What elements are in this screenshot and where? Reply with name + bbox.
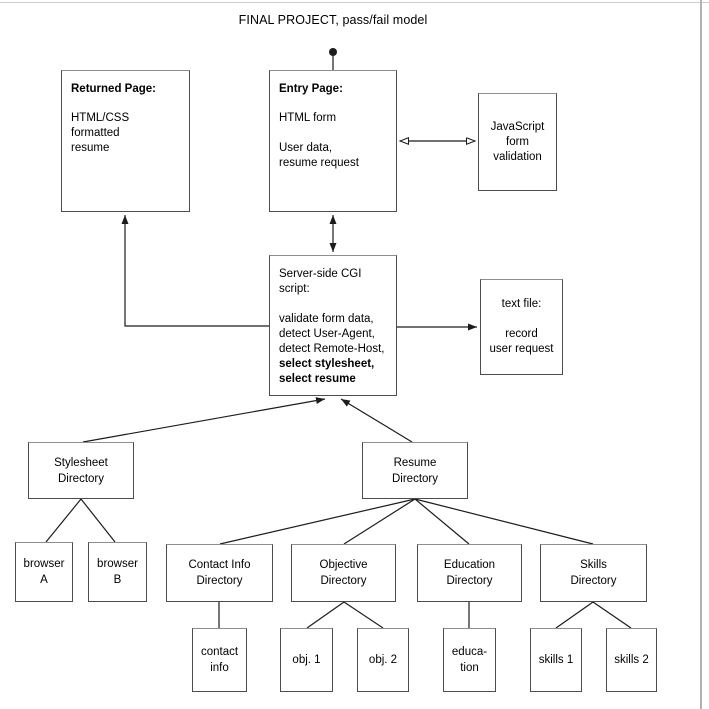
node-text-file: text file: record user request [480,279,563,375]
node-objective-directory-label: Objective Directory [319,559,368,587]
node-education: educa- tion [443,628,496,692]
start-node-dot [329,48,337,56]
node-obj-2-label: obj. 2 [368,654,398,666]
node-skills-directory: Skills Directory [540,544,647,602]
node-skills-2: skills 2 [606,628,657,692]
node-contact-info-directory: Contact Info Directory [166,544,273,602]
edge-resumedir-educationdir [414,498,470,545]
node-browser-b: browser B [88,542,147,602]
node-objective-directory: Objective Directory [291,544,396,602]
node-resume-directory-label: Resume Directory [391,456,438,485]
node-returned-page-body: HTML/CSS formatted resume [71,112,130,154]
node-entry-page-title: Entry Page: [279,83,343,95]
node-cgi-script-body: Server-side CGI script: validate form da… [279,268,385,355]
edge-objectivedir-obj1 [306,601,345,629]
edge-skillsdir-skills2 [592,601,632,629]
edge-resumedir-cgi [340,398,413,443]
edge-skillsdir-skills1 [555,601,594,629]
node-cgi-script-bold-1: select stylesheet, [279,358,375,370]
window-border-top [0,2,709,3]
diagram-title: FINAL PROJECT, pass/fail model [238,13,428,27]
node-obj-1: obj. 1 [280,628,333,692]
node-skills-1-label: skills 1 [538,654,574,666]
node-returned-page-title: Returned Page: [71,83,156,95]
node-education-directory: Education Directory [417,544,522,602]
node-obj-1-label: obj. 1 [292,654,321,666]
node-browser-a-label: browser A [23,558,65,586]
window-border-right [700,0,702,709]
edge-stylesheetdir-cgi [82,397,326,443]
edge-objectivedir-obj2 [343,601,384,629]
node-stylesheet-directory: Stylesheet Directory [28,442,134,499]
node-obj-2: obj. 2 [357,628,409,692]
edge-resumedir-objectivedir [343,498,416,545]
edge-resumedir-contactdir [219,498,416,545]
node-education-label: educa- tion [451,646,488,674]
node-contact-info-directory-label: Contact Info Directory [188,559,251,587]
node-browser-b-label: browser B [97,558,138,586]
node-text-file-label: text file: record user request [489,298,554,355]
edge-cgi-returned [121,215,269,327]
node-skills-directory-label: Skills Directory [570,559,617,587]
node-entry-page-body: HTML form User data, resume request [279,112,359,169]
node-js-validation: JavaScript form validation [478,93,557,191]
node-entry-page: Entry Page: HTML form User data, resume … [269,70,397,212]
edge-stylesheetdir-browser-a [45,498,82,543]
node-skills-2-label: skills 2 [614,654,649,666]
node-contact-info-label: contact info [200,646,239,674]
node-contact-info: contact info [192,628,247,692]
node-cgi-script-bold-2: select resume [279,373,356,385]
node-cgi-script: Server-side CGI script: validate form da… [269,255,397,396]
node-js-validation-label: JavaScript form validation [490,120,545,163]
node-resume-directory: Resume Directory [362,442,468,499]
node-skills-1: skills 1 [530,628,582,692]
edge-stylesheetdir-browser-b [80,498,116,543]
node-browser-a: browser A [15,542,73,602]
edge-resumedir-skillsdir [414,498,594,545]
node-returned-page: Returned Page: HTML/CSS formatted resume [61,70,190,212]
node-education-directory-label: Education Directory [443,559,496,587]
node-stylesheet-directory-label: Stylesheet Directory [54,456,108,485]
